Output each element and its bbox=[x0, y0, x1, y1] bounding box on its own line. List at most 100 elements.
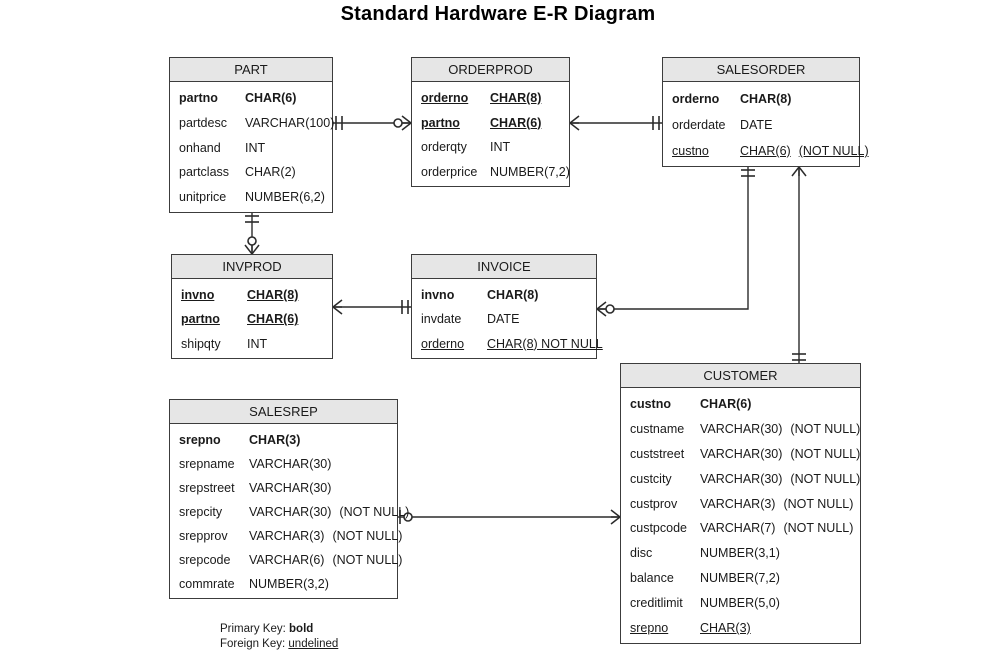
attribute-type: VARCHAR(7) bbox=[700, 521, 776, 536]
attribute-type: CHAR(8) bbox=[740, 92, 792, 106]
relationship-orderprod-salesorder bbox=[569, 115, 662, 131]
entity-title-part: PART bbox=[170, 58, 332, 82]
attribute-row: onhand INT bbox=[170, 136, 332, 161]
attribute-nullability: (NOT NULL) bbox=[798, 144, 869, 158]
attribute-nullability: (NOT NULL) bbox=[783, 496, 854, 511]
attribute-nullability: (NOT NULL) bbox=[332, 553, 403, 567]
attribute-name: orderno bbox=[421, 336, 465, 351]
legend-foreign-key-row: Foreign Key: undelined bbox=[220, 637, 338, 652]
entity-title-salesorder: SALESORDER bbox=[663, 58, 859, 82]
entity-title-invoice: INVOICE bbox=[412, 255, 596, 279]
cardinality-crowsfoot bbox=[596, 301, 607, 317]
attribute-type: CHAR(8) bbox=[490, 91, 542, 105]
attribute-name: srepcity bbox=[179, 505, 223, 519]
attribute-type: VARCHAR(30) bbox=[249, 457, 332, 471]
attribute-name: custpcode bbox=[630, 521, 687, 536]
entity-orderprod[interactable]: ORDERPROD orderno CHAR(8) partno CHAR(6) orde… bbox=[411, 57, 570, 187]
cardinality-crowsfoot bbox=[244, 244, 260, 255]
entity-title-salesrep: SALESREP bbox=[170, 400, 397, 424]
attribute-type: INT bbox=[245, 140, 266, 155]
attribute-type: NUMBER(3,2) bbox=[249, 577, 329, 591]
attribute-type: CHAR(6) bbox=[490, 115, 542, 130]
attribute-type: CHAR(8) bbox=[247, 288, 299, 302]
attribute-name: srepprov bbox=[179, 529, 228, 543]
attribute-nullability: (NOT NULL) bbox=[783, 521, 854, 536]
cardinality-crowsfoot bbox=[791, 166, 807, 177]
legend-foreign-key-label: Foreign Key: bbox=[220, 637, 286, 650]
attribute-name: custprov bbox=[630, 496, 678, 511]
legend-primary-key-value: bold bbox=[289, 623, 314, 635]
attribute-name: custstreet bbox=[630, 446, 685, 461]
attribute-type: NUMBER(5,0) bbox=[700, 596, 780, 611]
attribute-type: INT bbox=[490, 140, 511, 154]
attribute-name: commrate bbox=[179, 577, 235, 591]
attribute-row: orderqty INT bbox=[412, 135, 569, 160]
attribute-type: CHAR(6) bbox=[700, 397, 752, 411]
attribute-name: custno bbox=[630, 397, 671, 411]
entity-title-invprod: INVPROD bbox=[172, 255, 332, 279]
attribute-type: VARCHAR(3) bbox=[700, 496, 776, 511]
attribute-row: partno CHAR(6) bbox=[412, 111, 569, 136]
attribute-nullability: (NOT NULL) bbox=[332, 529, 403, 543]
attribute-name: srepcode bbox=[179, 553, 231, 567]
relationship-line bbox=[597, 167, 749, 310]
attribute-type: CHAR(3) bbox=[700, 621, 751, 636]
attribute-row: srepprov VARCHAR(3) (NOT NULL) bbox=[170, 524, 402, 548]
cardinality-crowsfoot bbox=[569, 115, 580, 131]
attribute-name: orderprice bbox=[421, 164, 478, 179]
attribute-name: balance bbox=[630, 571, 674, 586]
attribute-name: partno bbox=[421, 115, 460, 130]
attribute-type: CHAR(8) bbox=[487, 288, 539, 302]
cardinality-crowsfoot bbox=[401, 115, 412, 131]
relationship-salesorder-invoice bbox=[596, 167, 755, 317]
entity-title-orderprod: ORDERPROD bbox=[412, 58, 569, 82]
cardinality-circle bbox=[393, 118, 403, 128]
cardinality-crowsfoot bbox=[610, 509, 621, 525]
attribute-name: partdesc bbox=[179, 115, 227, 130]
attribute-name: orderno bbox=[421, 91, 469, 105]
attribute-nullability: (NOT NULL) bbox=[339, 505, 410, 519]
attribute-name: orderno bbox=[672, 92, 720, 106]
attribute-name: onhand bbox=[179, 140, 221, 155]
legend-foreign-key-value: undelined bbox=[288, 637, 339, 650]
attribute-type: CHAR(3) bbox=[249, 433, 301, 447]
attribute-name: custcity bbox=[630, 471, 672, 486]
attribute-name: orderqty bbox=[421, 140, 467, 154]
attribute-type: VARCHAR(3) bbox=[249, 529, 325, 543]
attribute-type: VARCHAR(30) bbox=[700, 421, 783, 436]
attribute-type: NUMBER(6,2) bbox=[245, 190, 325, 205]
legend: Primary Key: bold Foreign Key: undelined bbox=[220, 622, 338, 651]
cardinality-circle bbox=[605, 304, 615, 314]
attribute-type: VARCHAR(30) bbox=[700, 471, 783, 486]
